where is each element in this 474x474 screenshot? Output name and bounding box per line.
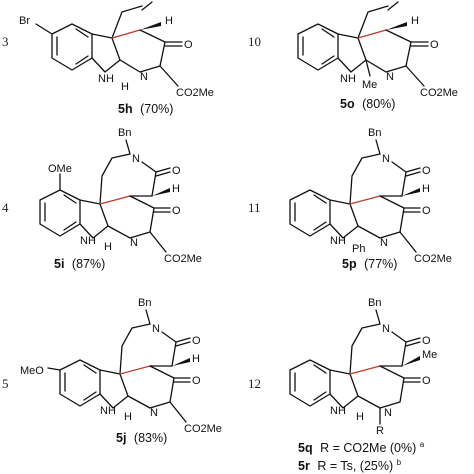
atom-label-bn: Bn: [138, 297, 151, 309]
entry-12-compounds-5q-5r: 12 Bn N O Me O NH N H R 5q R = CO2Me (0%…: [248, 297, 437, 473]
compound-substituent-yield: R = Ts, (25%): [317, 459, 393, 473]
atom-label-o2: O: [422, 205, 431, 217]
atom-label-h-lower: H: [356, 411, 364, 423]
compound-caption-5q: 5q R = CO2Me (0%) a: [298, 440, 425, 455]
atom-label-me: Me: [362, 79, 377, 91]
atom-label-nh: NH: [330, 235, 346, 247]
atom-label-nh: NH: [340, 73, 356, 85]
atom-label-n: N: [152, 323, 160, 335]
atom-label-h: H: [422, 183, 430, 195]
entry-4-compound-5i: 4 OMe Bn N O H O NH N H CO2Me 5i (87%): [2, 127, 202, 271]
entry-number: 10: [248, 34, 261, 49]
atom-label-co2me: CO2Me: [420, 87, 458, 99]
compound-yield: (70%): [140, 102, 173, 116]
compound-caption-5r: 5r R = Ts, (25%) b: [298, 458, 402, 473]
entry-11-compound-5p: 11 Bn N O H O NH N Ph CO2Me 5p (77%): [248, 127, 452, 271]
atom-label-h: H: [172, 183, 180, 195]
compound-yield: (87%): [72, 257, 105, 271]
atom-label-o2: O: [172, 205, 181, 217]
footnote-marker: a: [420, 440, 425, 449]
entry-10-compound-5o: 10 O H NH N Me CO2Me 5o (80%): [248, 1, 458, 111]
atom-label-br: Br: [19, 15, 30, 27]
entry-3-compound-5h: 3 Br O H NH N H CO2Me 5h (70%): [2, 1, 214, 116]
atom-label-h: H: [411, 15, 419, 27]
entry-5-compound-5j: 5 MeO Bn N O H O NH N H CO2Me 5j (83%): [2, 297, 222, 445]
compound-yield: (77%): [364, 257, 397, 271]
compound-id: 5o: [340, 97, 355, 111]
compound-yield: (83%): [134, 431, 167, 445]
compound-id: 5j: [116, 431, 126, 445]
compound-id: 5p: [342, 257, 357, 271]
atom-label-bn: Bn: [368, 127, 381, 139]
atom-label-bn: Bn: [368, 297, 381, 309]
compound-caption: 5o (80%): [340, 97, 395, 111]
atom-label-n: N: [132, 153, 140, 165]
compound-id: 5i: [54, 257, 64, 271]
atom-label-co2me: CO2Me: [184, 423, 222, 435]
atom-label-co2me: CO2Me: [164, 253, 202, 265]
compound-id: 5h: [118, 102, 133, 116]
entry-number: 4: [2, 200, 9, 215]
atom-label-co2me: CO2Me: [414, 253, 452, 265]
atom-label-bn: Bn: [118, 127, 131, 139]
entry-number: 12: [248, 376, 261, 391]
atom-label-n2: N: [150, 407, 158, 419]
atom-label-nh: NH: [100, 405, 116, 417]
atom-label-co2me: CO2Me: [176, 87, 214, 99]
atom-label-n2: N: [380, 237, 388, 249]
atom-label-o: O: [422, 335, 431, 347]
entry-number: 3: [2, 34, 9, 49]
atom-label-n: N: [140, 71, 148, 83]
entry-number: 11: [248, 200, 261, 215]
atom-label-h-lower: H: [124, 411, 132, 423]
atom-label-meo: MeO: [20, 365, 44, 377]
compound-yield: (80%): [362, 97, 395, 111]
compound-caption: 5h (70%): [118, 102, 173, 116]
atom-label-o2: O: [422, 375, 431, 387]
compound-caption: 5p (77%): [342, 257, 397, 271]
compound-substituent-yield: R = CO2Me (0%): [320, 441, 416, 455]
entry-number: 5: [2, 376, 9, 391]
atom-label-h-lower: H: [104, 241, 112, 253]
footnote-marker: b: [397, 458, 402, 467]
compound-id: 5r: [298, 459, 310, 473]
atom-label-n2: N: [130, 237, 138, 249]
atom-label-r: R: [376, 425, 384, 437]
atom-label-nh: NH: [98, 73, 114, 85]
atom-label-nh: NH: [330, 405, 346, 417]
atom-label-h-lower: H: [121, 81, 129, 93]
atom-label-o2: O: [192, 375, 201, 387]
atom-label-o: O: [192, 335, 201, 347]
atom-label-ph: Ph: [352, 243, 365, 255]
atom-label-o: O: [172, 165, 181, 177]
atom-label-ome: OMe: [48, 163, 72, 175]
atom-label-n: N: [382, 323, 390, 335]
atom-label-n: N: [382, 153, 390, 165]
atom-label-n2: N: [384, 407, 392, 419]
atom-label-nh: NH: [80, 235, 96, 247]
atom-label-n: N: [386, 71, 394, 83]
atom-label-me: Me: [422, 349, 437, 361]
compound-id: 5q: [298, 441, 313, 455]
atom-label-o: O: [422, 165, 431, 177]
atom-label-h: H: [192, 353, 200, 365]
compound-caption: 5j (83%): [116, 431, 167, 445]
compound-caption: 5i (87%): [54, 257, 105, 271]
atom-label-h: H: [165, 15, 173, 27]
atom-label-o: O: [184, 39, 193, 51]
atom-label-o: O: [430, 39, 439, 51]
